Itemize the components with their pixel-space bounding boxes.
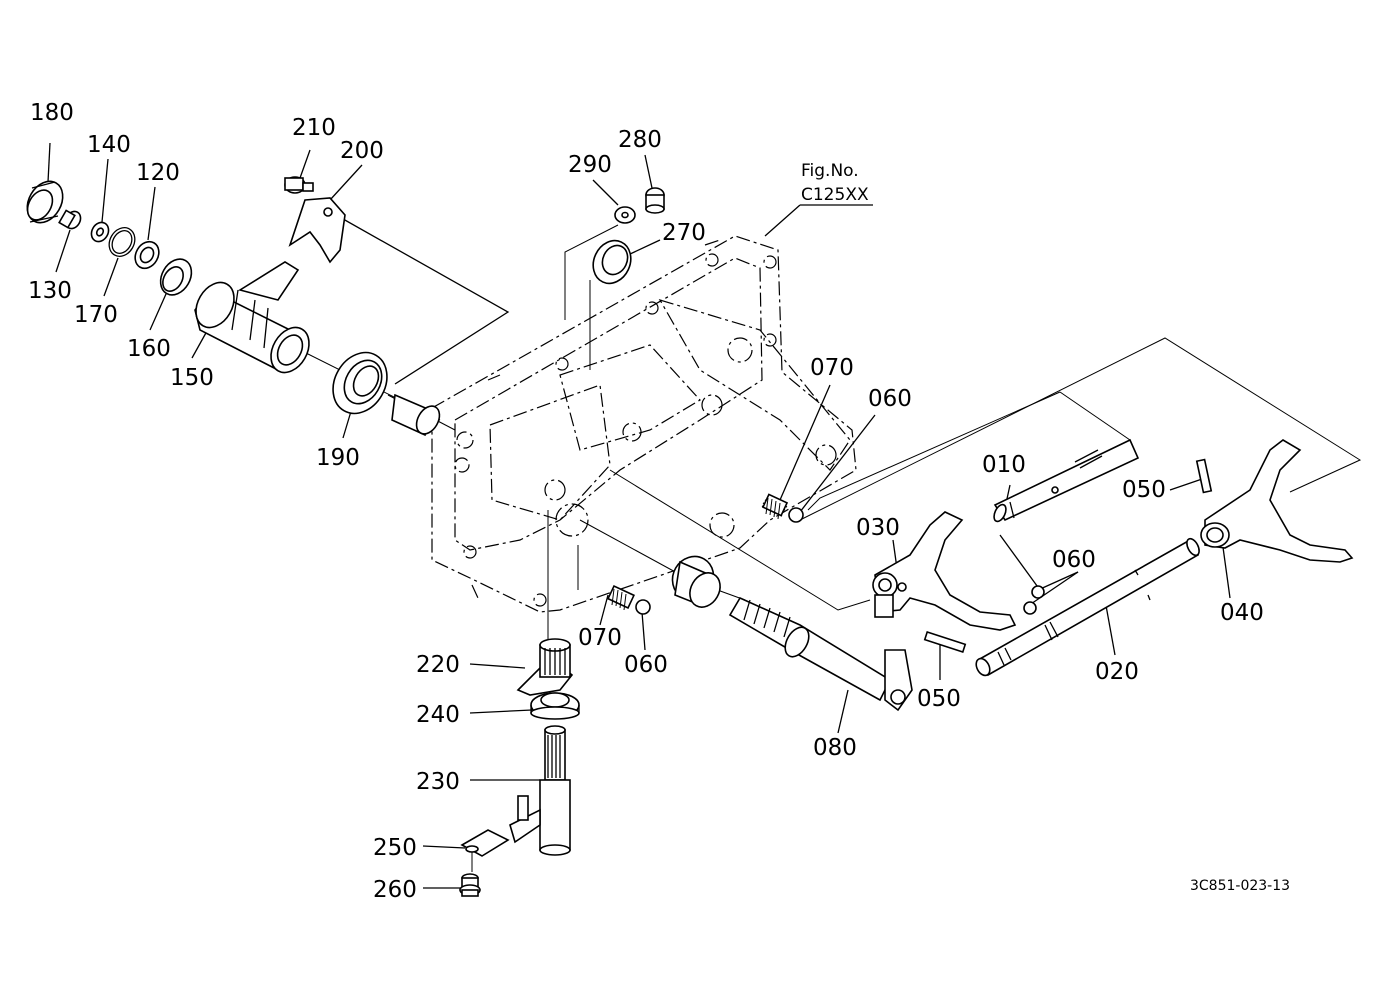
label-020: 020 xyxy=(1095,659,1139,685)
leader-lines xyxy=(47,142,1362,889)
part-040-shift-fork xyxy=(1200,439,1354,563)
part-220-lever xyxy=(516,638,574,696)
part-060-ball-right-a xyxy=(1031,585,1045,599)
part-150-sleeve-shaft xyxy=(194,261,310,374)
label-060-lower: 060 xyxy=(624,652,668,678)
part-140-washer xyxy=(90,221,110,243)
fig-no-label: Fig.No. xyxy=(801,161,859,181)
part-050-pin-lower xyxy=(923,631,967,653)
part-250-plate xyxy=(460,829,510,857)
part-280-bolt xyxy=(645,187,665,214)
label-250: 250 xyxy=(373,835,417,861)
part-200-lever-plate xyxy=(288,197,346,264)
part-010-fork-rod xyxy=(993,438,1140,523)
label-120: 120 xyxy=(136,160,180,186)
transmission-housing xyxy=(431,235,857,613)
part-030-shift-fork xyxy=(872,511,1017,631)
label-040: 040 xyxy=(1220,600,1264,626)
part-070-spring-upper xyxy=(761,493,789,520)
part-240-seal xyxy=(530,692,580,720)
part-290-washer xyxy=(614,206,636,224)
part-060-ball-lower xyxy=(635,599,651,615)
label-010: 010 xyxy=(982,452,1026,478)
part-number-labels: 180 140 120 130 170 160 150 190 210 200 … xyxy=(28,100,1264,903)
label-180: 180 xyxy=(30,100,74,126)
label-080: 080 xyxy=(813,735,857,761)
label-050-upper: 050 xyxy=(1122,477,1166,503)
label-210: 210 xyxy=(292,115,336,141)
part-060-ball-right-b xyxy=(1023,601,1037,615)
label-280: 280 xyxy=(618,127,662,153)
label-060-upper: 060 xyxy=(868,386,912,412)
drawing-code: 3C851-023-13 xyxy=(1190,878,1290,894)
label-230: 230 xyxy=(416,769,460,795)
fig-no-value: C125XX xyxy=(801,185,869,205)
label-220: 220 xyxy=(416,652,460,678)
part-170-snap-ring xyxy=(108,227,136,257)
part-070-spring-lower xyxy=(607,584,635,611)
part-080-shift-shaft xyxy=(671,555,913,712)
part-060-ball-upper xyxy=(788,507,804,523)
part-housing-collar xyxy=(391,393,441,437)
label-060-right: 060 xyxy=(1052,547,1096,573)
label-070-upper: 070 xyxy=(810,355,854,381)
label-260: 260 xyxy=(373,877,417,903)
part-180-oil-seal xyxy=(26,180,64,224)
label-150: 150 xyxy=(170,365,214,391)
label-030: 030 xyxy=(856,515,900,541)
label-200: 200 xyxy=(340,138,384,164)
label-240: 240 xyxy=(416,702,460,728)
part-130-plug xyxy=(58,209,82,230)
part-050-pin-upper xyxy=(1195,458,1213,494)
part-190-bearing xyxy=(332,351,388,415)
label-170: 170 xyxy=(74,302,118,328)
part-160-bearing xyxy=(159,258,193,296)
label-270: 270 xyxy=(662,220,706,246)
label-070-lower: 070 xyxy=(578,625,622,651)
part-260-bolt xyxy=(459,873,481,897)
label-140: 140 xyxy=(87,132,131,158)
label-160: 160 xyxy=(127,336,171,362)
label-130: 130 xyxy=(28,278,72,304)
part-270-seal xyxy=(592,239,632,285)
label-290: 290 xyxy=(568,152,612,178)
figure-reference: Fig.No. C125XX xyxy=(801,161,869,205)
part-020-fork-rod xyxy=(975,537,1200,677)
label-050-lower: 050 xyxy=(917,686,961,712)
part-230-shaft xyxy=(509,725,571,856)
label-190: 190 xyxy=(316,445,360,471)
part-120-shim xyxy=(134,240,160,270)
part-210-bolt xyxy=(284,176,314,194)
